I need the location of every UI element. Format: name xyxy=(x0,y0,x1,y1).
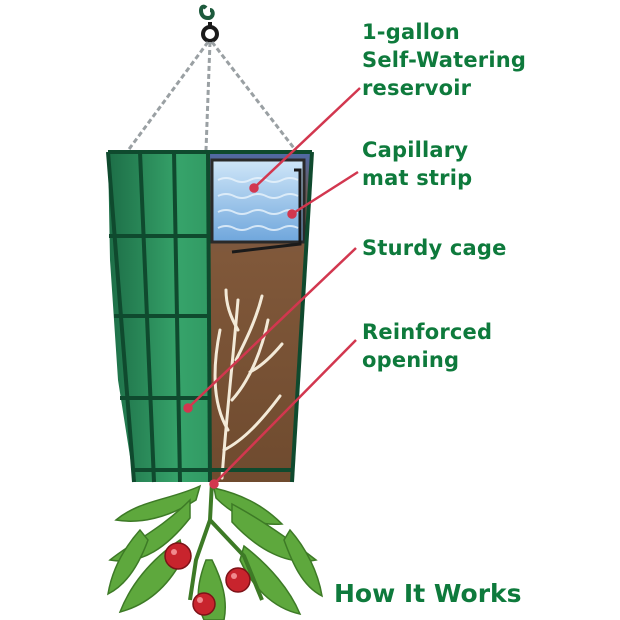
pointer-reservoir xyxy=(249,87,361,193)
pointer-cage xyxy=(183,247,357,413)
tomato-1 xyxy=(164,542,192,570)
label-capillary: Capillary mat strip xyxy=(362,136,472,192)
roots xyxy=(213,288,284,480)
label-reservoir-line-3: reservoir xyxy=(362,76,472,100)
pointer-lines xyxy=(183,87,361,489)
label-cage: Sturdy cage xyxy=(362,234,507,262)
tomato-2 xyxy=(225,567,251,593)
tomato-plant xyxy=(107,481,323,620)
label-capillary-line-2: mat strip xyxy=(362,166,473,190)
label-reservoir-line-2: Self-Watering xyxy=(362,48,527,72)
label-capillary-line-1: Capillary xyxy=(362,138,469,162)
label-reservoir-line-1: 1-gallon xyxy=(362,20,460,44)
label-opening: Reinforced opening xyxy=(362,318,492,374)
diagram-title: How It Works xyxy=(334,579,522,608)
hanging-chains xyxy=(122,41,302,157)
cage-wires xyxy=(106,150,314,483)
water-reservoir xyxy=(210,158,306,244)
label-cage-line-1: Sturdy cage xyxy=(362,236,507,260)
tomato-3 xyxy=(192,592,216,616)
pointer-capillary xyxy=(287,170,359,219)
capillary-strip xyxy=(231,168,302,254)
tomatoes xyxy=(164,542,251,616)
label-opening-line-1: Reinforced xyxy=(362,320,493,344)
planter-bag xyxy=(106,150,314,483)
label-opening-line-2: opening xyxy=(362,348,460,372)
hanging-hook-icon xyxy=(199,4,219,43)
label-reservoir: 1-gallon Self-Watering reservoir xyxy=(362,18,526,102)
pointer-opening xyxy=(209,339,357,489)
